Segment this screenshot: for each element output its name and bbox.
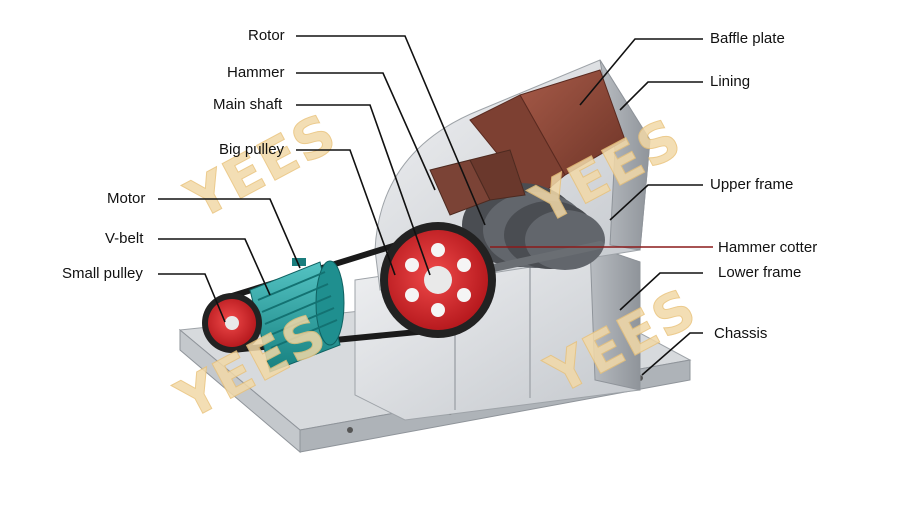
leader-big-pulley: [296, 149, 396, 276]
leader-hammer: [296, 72, 436, 191]
leader-chassis: [641, 332, 703, 376]
label-hammer: Hammer: [227, 64, 285, 81]
big-pulley-part: [380, 222, 496, 338]
leader-small-pulley: [158, 273, 226, 323]
label-hammer-cotter: Hammer cotter: [718, 239, 818, 256]
label-main-shaft: Main shaft: [213, 96, 283, 113]
leader-lower-frame: [619, 272, 703, 311]
leader-main-shaft: [296, 104, 431, 276]
leader-rotor: [296, 35, 486, 226]
label-motor: Motor: [107, 190, 146, 207]
label-big-pulley: Big pulley: [219, 141, 285, 158]
label-lower-frame: Lower frame: [718, 264, 802, 281]
rotor-part: [429, 149, 605, 270]
leader-lines: [158, 35, 713, 376]
leader-v-belt: [158, 238, 271, 296]
leader-motor: [158, 198, 301, 269]
motor-part: [249, 258, 345, 373]
leader-lining: [619, 81, 703, 111]
label-small-pulley: Small pulley: [62, 265, 143, 282]
watermark-1: YEES: [176, 101, 348, 232]
label-lining: Lining: [710, 73, 751, 90]
label-baffle-plate: Baffle plate: [710, 30, 785, 47]
label-rotor: Rotor: [248, 27, 285, 44]
leader-baffle-plate: [579, 38, 703, 106]
lining-part: [469, 69, 626, 201]
small-pulley-part: [202, 293, 262, 353]
label-chassis: Chassis: [714, 325, 768, 342]
leader-upper-frame: [609, 184, 703, 221]
label-upper-frame: Upper frame: [710, 176, 794, 193]
label-v-belt: V-belt: [105, 230, 144, 247]
